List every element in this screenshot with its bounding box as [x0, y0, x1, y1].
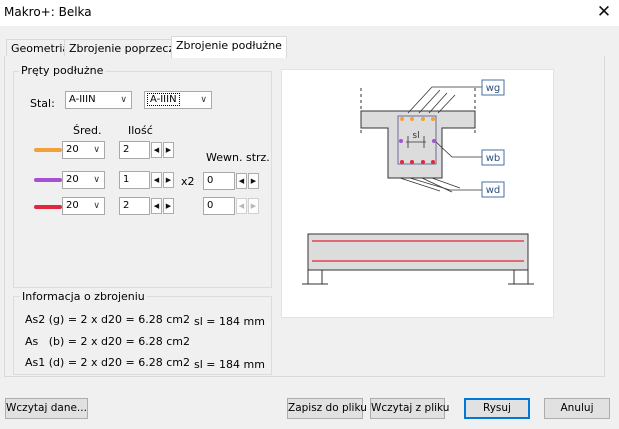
steel-main-select[interactable]: A-IIIN ∨	[65, 91, 132, 109]
bottom-bars-internal-field[interactable]: 0	[203, 197, 235, 215]
info-sl-bottom: sl = 184 mm	[194, 358, 265, 371]
bottom-bars-color-swatch	[34, 205, 62, 209]
info-line-top: As2 (g) = 2 x d20 = 6.28 cm2	[25, 313, 190, 326]
top-bars-diameter-select[interactable]: 20 ∨	[62, 141, 105, 159]
draw-button[interactable]: Rysuj	[464, 398, 530, 419]
wd-label: wd	[486, 185, 501, 196]
wg-label: wg	[486, 83, 501, 94]
leader-lines	[399, 86, 482, 193]
beam-elevation	[307, 233, 529, 271]
info-line-bottom: As1 (d) = 2 x d20 = 6.28 cm2	[25, 356, 190, 369]
decrement-icon[interactable]: ◀	[151, 198, 162, 214]
increment-icon[interactable]: ▶	[163, 142, 174, 158]
side-bars-internal-field[interactable]: 0	[203, 172, 235, 190]
cancel-button[interactable]: Anuluj	[544, 398, 610, 419]
load-from-file-button[interactable]: Wczytaj z pliku	[370, 398, 449, 419]
chevron-down-icon: ∨	[93, 201, 100, 211]
info-group-legend: Informacja o zbrojeniu	[20, 290, 147, 303]
tab-geometria[interactable]: Geometria	[6, 39, 75, 57]
wg-label-box	[481, 79, 505, 96]
top-bars-count-field[interactable]: 2	[119, 141, 150, 159]
increment-icon[interactable]: ▶	[163, 198, 174, 214]
side-bars-diameter-select[interactable]: 20 ∨	[62, 171, 105, 189]
decrement-icon[interactable]: ◀	[151, 172, 162, 188]
info-line-side: As (b) = 2 x d20 = 6.28 cm2	[25, 335, 190, 348]
internal-column-header: Wewn. strz.	[206, 151, 270, 164]
increment-icon[interactable]: ▶	[248, 173, 259, 189]
tab-zbrojenie-podluzne[interactable]: Zbrojenie podłużne	[171, 36, 287, 58]
top-bars	[400, 117, 435, 121]
sl-label: sl	[412, 131, 419, 141]
diameter-column-header: Śred.	[73, 124, 102, 137]
title-bar	[0, 0, 619, 26]
save-to-file-button[interactable]: Zapisz do pliku	[287, 398, 367, 419]
wd-label-box	[481, 181, 505, 198]
steel-main-value: A-IIIN	[69, 94, 96, 105]
chevron-down-icon: ∨	[120, 95, 127, 105]
x2-label: x2	[181, 175, 195, 188]
top-bars-diameter-value: 20	[66, 144, 79, 155]
side-bars-diameter-value: 20	[66, 174, 79, 185]
increment-icon[interactable]: ▶	[163, 172, 174, 188]
close-button[interactable]: ✕	[596, 2, 612, 22]
wb-label-box	[481, 149, 505, 166]
side-bars-count-field[interactable]: 1	[119, 171, 150, 189]
beam-drawing: sl wg wb wd	[302, 79, 534, 285]
steel-secondary-value: A-IIIN	[147, 93, 180, 106]
count-column-header: Ilość	[128, 124, 153, 137]
bottom-bars-diameter-select[interactable]: 20 ∨	[62, 197, 105, 215]
decrement-icon[interactable]: ◀	[151, 142, 162, 158]
decrement-icon[interactable]: ◀	[236, 173, 247, 189]
tab-zbrojenie-poprzeczne[interactable]: Zbrojenie poprzeczne	[64, 39, 193, 57]
beam-cross-section	[360, 110, 476, 179]
bottom-bars-count-field[interactable]: 2	[119, 197, 150, 215]
side-bars	[399, 139, 436, 143]
chevron-down-icon: ∨	[93, 175, 100, 185]
info-sl-top: sl = 184 mm	[194, 315, 265, 328]
side-bars-color-swatch	[34, 178, 62, 182]
rods-groupbox	[13, 71, 272, 288]
stirrup	[397, 115, 437, 165]
chevron-down-icon: ∨	[93, 145, 100, 155]
bottom-bars	[400, 160, 435, 164]
increment-icon: ▶	[248, 198, 259, 214]
chevron-down-icon: ∨	[200, 95, 207, 105]
window-title: Makro+: Belka	[4, 5, 92, 19]
rods-group-legend: Pręty podłużne	[19, 64, 106, 77]
beam-supports	[302, 270, 534, 285]
top-bars-color-swatch	[34, 148, 62, 152]
steel-secondary-select[interactable]: A-IIIN ∨	[144, 91, 212, 109]
reinforcement-diagram: sl wg wb wd	[281, 69, 554, 318]
load-data-button[interactable]: Wczytaj dane...	[5, 398, 88, 419]
bottom-bars-diameter-value: 20	[66, 200, 79, 211]
decrement-icon: ◀	[236, 198, 247, 214]
steel-label: Stal:	[30, 97, 55, 110]
wb-label: wb	[486, 153, 501, 164]
